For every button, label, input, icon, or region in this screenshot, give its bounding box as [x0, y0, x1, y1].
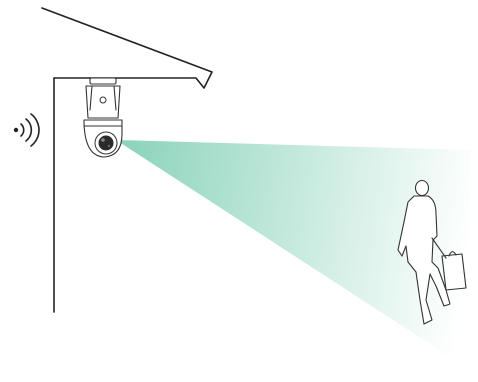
- security-camera-icon: [84, 78, 122, 157]
- wifi-signal-icon: [14, 114, 39, 146]
- roof: [42, 8, 212, 88]
